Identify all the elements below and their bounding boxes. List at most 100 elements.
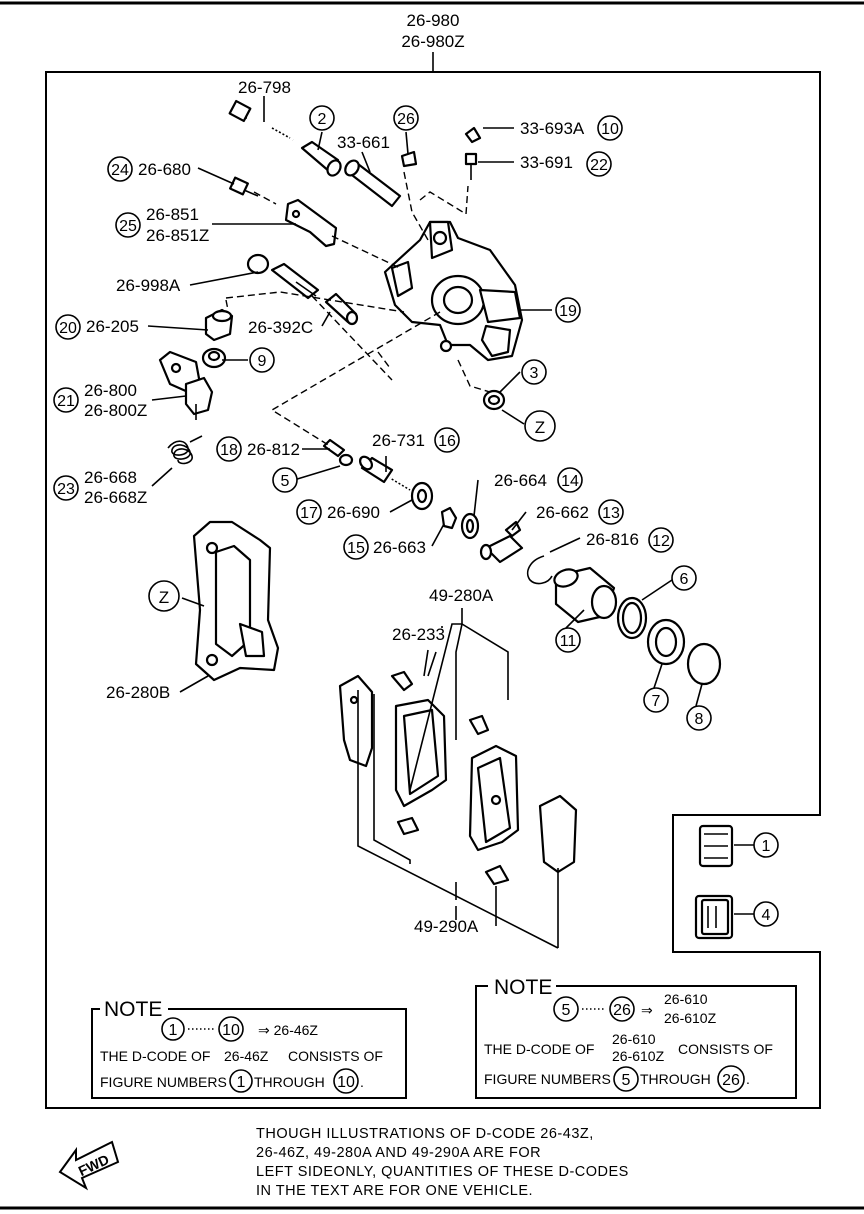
piston-11 xyxy=(553,566,618,624)
snap-ring-26-816 xyxy=(526,555,553,585)
bolt-26-798 xyxy=(228,99,294,142)
callout-circle-7 xyxy=(643,687,669,713)
callout-9: 9 xyxy=(258,353,267,370)
callout-14: 14 xyxy=(561,473,579,490)
sleeve-26-205 xyxy=(204,308,234,342)
pin-26-812 xyxy=(322,438,346,458)
note-right-line1c: CONSISTS OF xyxy=(678,1041,773,1057)
label-33-661: 33-661 xyxy=(337,133,390,152)
fwd-arrow-icon: FWD xyxy=(58,1140,120,1191)
note-box-right: NOTE 5 26 ⇒ 26-610 26-610Z THE D-CODE OF… xyxy=(475,976,797,1099)
assembly-code-2: 26-980Z xyxy=(401,32,464,51)
callout-circle-17 xyxy=(296,499,322,525)
label-49-290A: 49-290A xyxy=(414,917,479,936)
pin-26-392C xyxy=(324,292,359,326)
label-26-798: 26-798 xyxy=(238,78,291,97)
label-26-392C: 26-392C xyxy=(248,318,313,337)
nut-26-663 xyxy=(440,506,458,530)
footer-line-1: THOUGH ILLUSTRATIONS OF D-CODE 26-43Z, xyxy=(256,1126,594,1142)
note-left-title: NOTE xyxy=(104,998,162,1021)
callout-z-left: Z xyxy=(159,588,169,607)
callout-7: 7 xyxy=(652,693,661,710)
label-26-680: 26-680 xyxy=(138,160,191,179)
label-26-800Z: 26-800Z xyxy=(84,401,147,420)
callout-circle-3 xyxy=(521,359,547,385)
callout-circle-26 xyxy=(393,105,419,131)
note-right-num-a: 5 xyxy=(622,1072,631,1089)
note-right-line2a: FIGURE NUMBERS xyxy=(484,1071,611,1087)
callout-11: 11 xyxy=(560,633,577,650)
callout-circle-13 xyxy=(598,499,624,525)
label-26-851: 26-851 xyxy=(146,205,199,224)
note-right-line1a: THE D-CODE OF xyxy=(484,1041,594,1057)
callout-3: 3 xyxy=(530,365,539,382)
note-left-to: 10 xyxy=(222,1022,240,1039)
callout-circle-12 xyxy=(648,527,674,553)
note-left-line1b: 26-46Z xyxy=(224,1048,269,1064)
callout-19: 19 xyxy=(559,303,577,320)
callout-circle-20 xyxy=(55,314,81,340)
note-right-to: 26 xyxy=(613,1002,631,1019)
callout-16: 16 xyxy=(438,433,456,450)
note-left-from: 1 xyxy=(169,1022,178,1039)
callout-circle-11 xyxy=(555,627,581,653)
note-right-through: THROUGH xyxy=(640,1071,711,1087)
callout-12: 12 xyxy=(652,533,670,550)
callout-circle-14 xyxy=(557,467,583,493)
label-26-800: 26-800 xyxy=(84,381,137,400)
callout-8: 8 xyxy=(695,711,704,728)
note-right-num-b: 26 xyxy=(722,1072,740,1089)
callout-circle-22 xyxy=(586,151,612,177)
sleeve-2 xyxy=(300,140,342,177)
callout-24: 24 xyxy=(111,162,129,179)
callout-26: 26 xyxy=(397,111,415,128)
bracket-26-851 xyxy=(284,198,338,248)
note-box-left: NOTE 1 10 ⇒ 26-46Z THE D-CODE OF 26-46Z … xyxy=(91,998,407,1099)
callout-15: 15 xyxy=(347,540,365,557)
label-26-690: 26-690 xyxy=(327,503,380,522)
label-33-693A: 33-693A xyxy=(520,119,585,138)
callout-circle-21 xyxy=(53,387,79,413)
note-left-num-a: 1 xyxy=(237,1074,246,1091)
caliper-body xyxy=(383,220,524,362)
assembly-code-1: 26-980 xyxy=(407,11,460,30)
callout-circle-23 xyxy=(53,475,79,501)
callout-23: 23 xyxy=(57,481,75,498)
note-left-line2a: FIGURE NUMBERS xyxy=(100,1074,227,1090)
callout-circle-19 xyxy=(555,297,581,323)
pad-kit-icon-1 xyxy=(698,824,734,868)
callout-21: 21 xyxy=(57,393,75,410)
pad-kit-icon-4 xyxy=(694,894,734,940)
note-right-code2: 26-610Z xyxy=(664,1010,717,1026)
bolt-26-998A xyxy=(246,253,320,300)
note-right-line1b2: 26-610Z xyxy=(612,1048,665,1064)
cap-26 xyxy=(400,150,418,168)
label-26-664: 26-664 xyxy=(494,471,547,490)
label-26-233: 26-233 xyxy=(392,625,445,644)
label-26-668: 26-668 xyxy=(84,468,137,487)
spring-26-668 xyxy=(167,435,203,465)
note-right-from: 5 xyxy=(562,1002,571,1019)
clip-26-233 xyxy=(390,670,510,886)
note-left-line1a: THE D-CODE OF xyxy=(100,1048,210,1064)
callout-1: 1 xyxy=(762,838,771,855)
washer-26-664 xyxy=(460,512,480,540)
label-26-812: 26-812 xyxy=(247,440,300,459)
bleeder-screw xyxy=(464,152,478,180)
assembly-frame xyxy=(45,71,821,1109)
callout-circle-4 xyxy=(753,901,779,927)
callout-circle-16 xyxy=(434,427,460,453)
callout-20: 20 xyxy=(59,320,77,337)
label-26-668Z: 26-668Z xyxy=(84,488,147,507)
callout-circle-18 xyxy=(216,436,242,462)
callout-circle-z-left xyxy=(148,580,180,612)
bleeder-cap xyxy=(464,126,482,144)
label-26-205: 26-205 xyxy=(86,317,139,336)
label-26-731: 26-731 xyxy=(372,431,425,450)
fwd-label: FWD xyxy=(76,1151,112,1179)
callout-circle-6 xyxy=(671,565,697,591)
nut-9 xyxy=(201,347,227,369)
note-left-arrow-text: ⇒ 26-46Z xyxy=(258,1022,318,1038)
callout-circle-z-right xyxy=(524,410,556,442)
